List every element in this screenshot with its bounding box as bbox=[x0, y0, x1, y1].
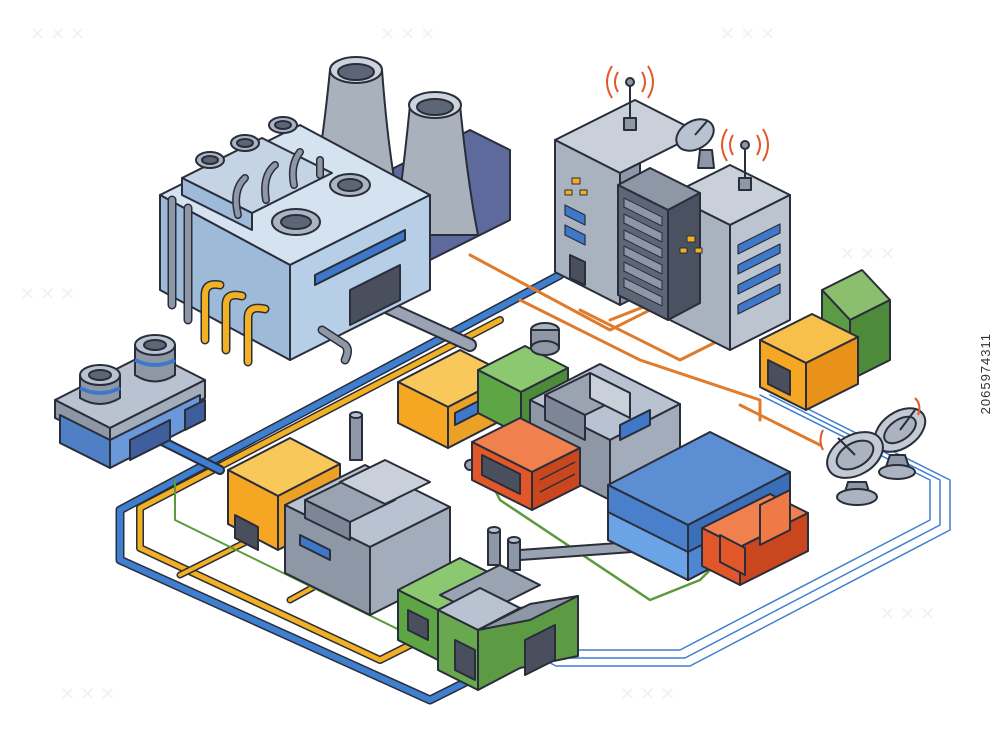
satellite-dish-icon bbox=[675, 118, 715, 169]
satellite-dishes bbox=[819, 397, 927, 506]
satellite-dish-icon bbox=[826, 431, 884, 506]
roof-vents bbox=[195, 116, 371, 236]
svg-text:✕ ✕ ✕: ✕ ✕ ✕ bbox=[380, 24, 435, 44]
svg-text:✕ ✕ ✕: ✕ ✕ ✕ bbox=[720, 24, 775, 44]
watermark-id-text: 2065974311 bbox=[977, 332, 993, 415]
svg-text:✕ ✕ ✕: ✕ ✕ ✕ bbox=[840, 244, 895, 264]
watermark-pattern: ✕ ✕ ✕ ✕ ✕ ✕ ✕ ✕ ✕ ✕ ✕ ✕ ✕ ✕ ✕ ✕ ✕ ✕ ✕ ✕ … bbox=[20, 24, 935, 704]
green-block bbox=[477, 322, 569, 436]
svg-text:✕ ✕ ✕: ✕ ✕ ✕ bbox=[20, 284, 75, 304]
satellite-dish-icon bbox=[873, 407, 927, 480]
org-chart-icon bbox=[564, 177, 703, 254]
generator-unit bbox=[54, 334, 206, 469]
svg-text:✕ ✕ ✕: ✕ ✕ ✕ bbox=[880, 604, 935, 624]
svg-text:✕ ✕ ✕: ✕ ✕ ✕ bbox=[60, 684, 115, 704]
watermark-id: 2065974311 bbox=[974, 0, 996, 747]
power-plant bbox=[159, 56, 511, 367]
svg-text:✕ ✕ ✕: ✕ ✕ ✕ bbox=[30, 24, 85, 44]
grey-factory-left bbox=[284, 411, 451, 616]
svg-text:✕ ✕ ✕: ✕ ✕ ✕ bbox=[620, 684, 675, 704]
antenna-icon bbox=[606, 65, 769, 191]
green-factory bbox=[397, 526, 579, 691]
data-center bbox=[554, 65, 791, 351]
pipe-orange bbox=[468, 253, 762, 422]
right-warehouses bbox=[759, 269, 891, 411]
red-transformer bbox=[471, 417, 581, 511]
red-container bbox=[701, 489, 809, 586]
